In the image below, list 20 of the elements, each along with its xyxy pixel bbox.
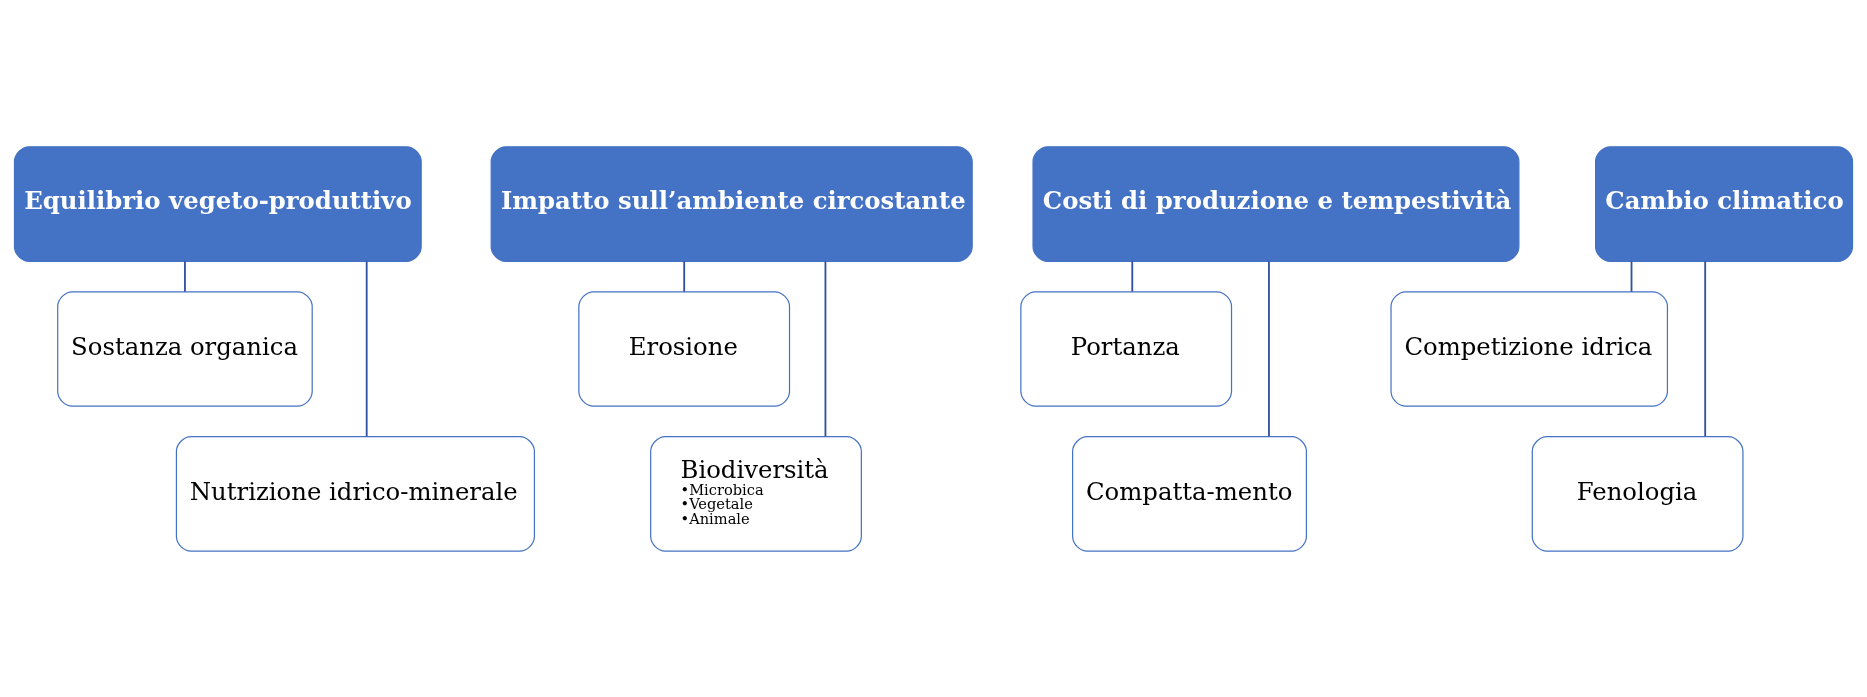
- node-box: Erosione: [578, 290, 791, 407]
- connector: [1131, 259, 1134, 293]
- node-box: Biodiversità •Microbica •Vegetale •Animale: [650, 435, 862, 552]
- node-box: Sostanza organica: [57, 290, 313, 407]
- node-box: Impatto sull’ambiente circostante: [490, 145, 973, 262]
- node-box: Nutrizione idrico-minerale: [175, 435, 536, 552]
- connector: [683, 259, 686, 293]
- node-box: Compatta-mento: [1072, 435, 1307, 552]
- node-box: Competizione idrica: [1390, 290, 1669, 407]
- connector: [1630, 259, 1633, 293]
- node-box: Portanza: [1020, 290, 1233, 407]
- node-box: Cambio climatico: [1595, 145, 1854, 262]
- connector: [1704, 259, 1707, 437]
- node-box: Equilibrio vegeto-produttivo: [13, 145, 422, 262]
- connector: [365, 259, 368, 437]
- node-box: Costi di produzione e tempestività: [1032, 145, 1520, 262]
- connector: [824, 259, 827, 437]
- connector: [184, 259, 186, 293]
- node-box: Fenologia: [1531, 435, 1744, 552]
- connector: [1268, 259, 1270, 437]
